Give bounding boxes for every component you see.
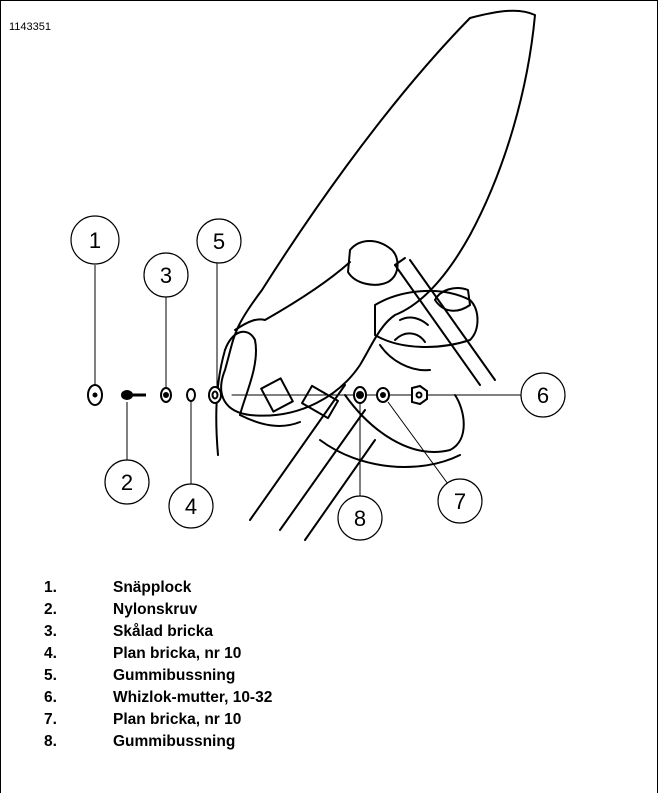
legend-label: Plan bricka, nr 10: [113, 711, 242, 728]
legend-label: Gummibussning: [113, 667, 236, 684]
callout-1-circle: [70, 215, 120, 265]
callout-5: 5: [213, 229, 225, 254]
fork-curve: [344, 394, 465, 453]
legend-number: 1.: [44, 579, 57, 596]
handlebar: [394, 259, 496, 386]
callout-4-circle: [168, 483, 214, 529]
legend-number: 6.: [44, 689, 57, 706]
legend-item: 5. Gummibussning: [44, 665, 272, 687]
legend-number: 3.: [44, 623, 57, 640]
legend-item: 1. Snäpplock: [44, 577, 272, 599]
callout-3-circle: [143, 252, 189, 298]
fork-tube-left: [249, 384, 346, 521]
callout-4: 4: [185, 494, 197, 519]
legend-number: 5.: [44, 667, 57, 684]
callout-6-circle: [520, 372, 566, 418]
legend-item: 3. Skålad bricka: [44, 621, 272, 643]
legend-label: Snäpplock: [113, 579, 192, 596]
callout-8: 8: [354, 506, 366, 531]
callout-1: 1: [89, 228, 101, 253]
legend-item: 7. Plan bricka, nr 10: [44, 709, 272, 731]
callout-2-circle: [104, 459, 150, 505]
spacer-block: [260, 377, 294, 413]
legend-number: 4.: [44, 645, 57, 662]
callout-3: 3: [160, 263, 172, 288]
flat-washer-4-part: [186, 388, 196, 402]
bracket-lower: [239, 414, 301, 427]
legend-item: 6. Whizlok-mutter, 10-32: [44, 687, 272, 709]
callout-8-circle: [337, 495, 383, 541]
legend-item: 4. Plan bricka, nr 10: [44, 643, 272, 665]
figure-id: 1143351: [9, 21, 52, 33]
legend-label: Nylonskruv: [113, 601, 198, 618]
grip: [347, 240, 399, 286]
windshield-outline: [220, 9, 536, 417]
legend-item: 8. Gummibussning: [44, 731, 272, 753]
callout-5-circle: [196, 218, 242, 264]
parts-legend: 1. Snäpplock 2. Nylonskruv 3. Skålad bricka…: [44, 577, 272, 753]
legend-number: 8.: [44, 733, 57, 750]
fork-lower: [319, 439, 461, 468]
windshield-assembly-illustration: 1 2 3 4 5 6 7 8: [70, 9, 566, 541]
legend-number: 7.: [44, 711, 57, 728]
legend-label: Plan bricka, nr 10: [113, 645, 242, 662]
fork-tube-right: [279, 409, 366, 531]
callout-6: 6: [537, 383, 549, 408]
legend-label: Gummibussning: [113, 733, 236, 750]
bracket: [215, 330, 257, 456]
windshield-inner-edge: [234, 261, 351, 331]
legend-item: 2. Nylonskruv: [44, 599, 272, 621]
callout-7-circle: [437, 478, 483, 524]
mirror-stalk: [434, 287, 471, 312]
legend-label: Skålad bricka: [113, 623, 213, 640]
legend-label: Whizlok-mutter, 10-32: [113, 689, 273, 706]
legend-number: 2.: [44, 601, 57, 618]
callout-2: 2: [121, 470, 133, 495]
callout-7: 7: [454, 489, 466, 514]
lamp-body: [374, 290, 479, 348]
fork-tube-extra: [304, 439, 376, 541]
